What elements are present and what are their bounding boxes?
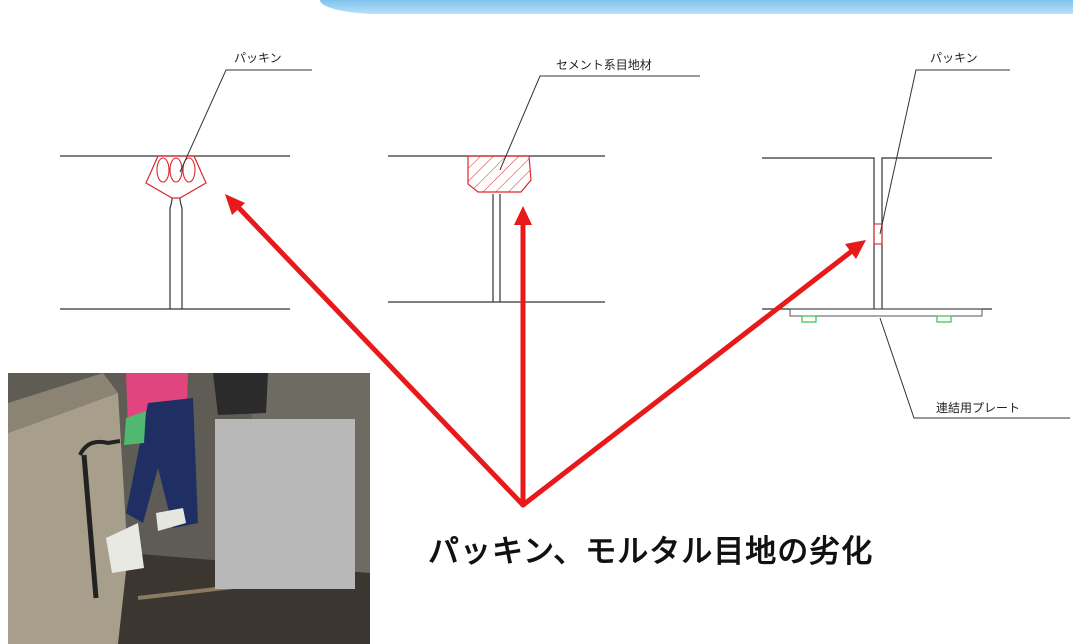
privacy-mask-box — [215, 419, 355, 589]
arrow-to-plate-joint — [520, 248, 855, 508]
label-cement-joint: セメント系目地材 — [556, 58, 652, 72]
arrowhead-left — [225, 194, 245, 215]
packing-seal-left — [145, 155, 207, 199]
label-packing-right: パッキン — [930, 51, 978, 65]
header-decoration-bar — [320, 0, 1073, 14]
arrowhead-right — [845, 240, 866, 259]
deterioration-arrows — [225, 194, 866, 508]
connecting-plate — [789, 308, 983, 317]
leader-line-plate — [879, 317, 1070, 419]
detail-packing-joint: パッキン — [60, 51, 312, 310]
leader-line-packing-right — [879, 69, 1010, 235]
leader-line-cement — [499, 75, 700, 171]
bolt-left — [801, 315, 817, 323]
cement-joint-filler — [467, 155, 532, 193]
packing-seal-right — [873, 223, 883, 245]
leader-line-packing-left — [179, 69, 312, 173]
label-packing-left: パッキン — [234, 51, 282, 65]
caption-deterioration: パッキン、モルタル目地の劣化 — [428, 534, 874, 570]
arrowhead-middle — [514, 206, 532, 225]
arrow-to-packing-joint — [235, 204, 526, 508]
detail-cement-joint: セメント系目地材 — [388, 58, 700, 303]
detail-plate-joint: パッキン 連結用プレート — [762, 51, 1070, 419]
label-connecting-plate: 連結用プレート — [936, 401, 1020, 415]
bolt-right — [936, 315, 952, 323]
